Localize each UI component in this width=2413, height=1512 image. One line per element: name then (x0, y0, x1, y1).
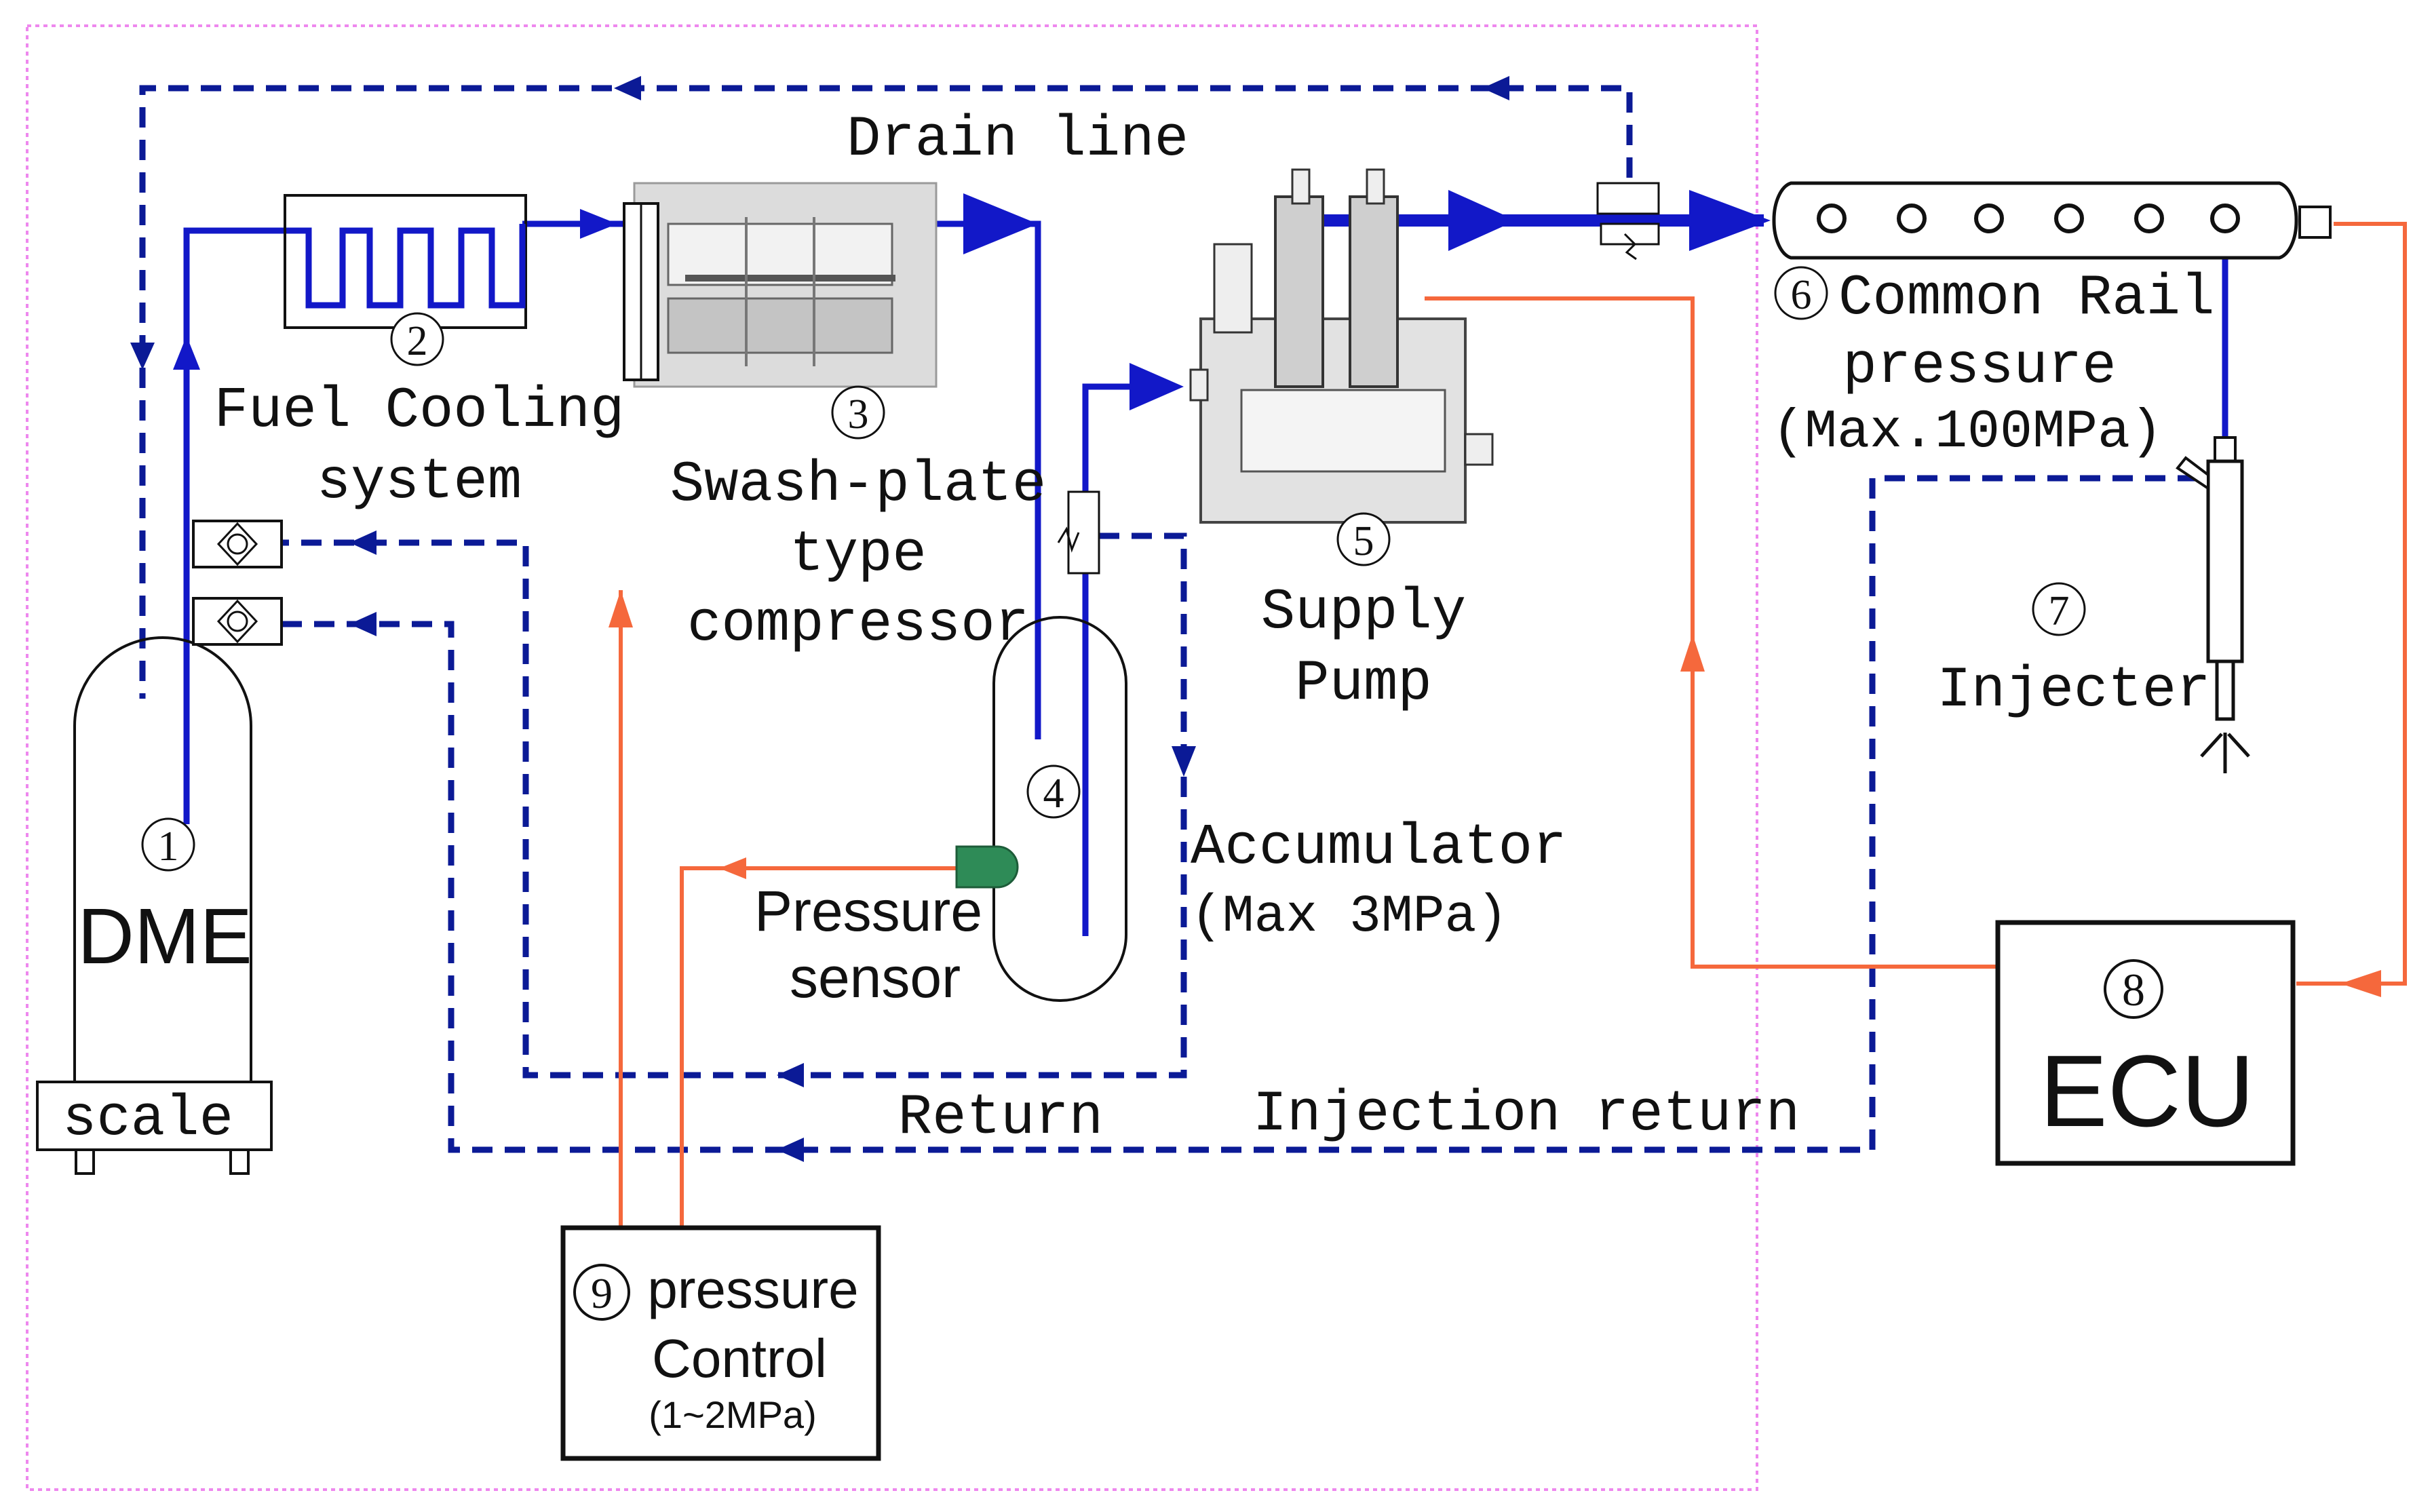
fuel-cooling-system: 2 Fuel Cooling system (214, 194, 625, 515)
drain-arrow-1 (1482, 76, 1509, 100)
pressure-control-number: 9 (591, 1269, 613, 1317)
ecu-to-pump-signal (1425, 296, 1998, 969)
supply-pump-label-line2: Pump (1295, 652, 1432, 716)
fuel-arrowheads (173, 190, 1771, 410)
signal-arrow-ecu (2340, 970, 2381, 997)
return-arrowheads (130, 76, 1509, 1162)
supply-pump-label-line1: Supply (1261, 581, 1466, 645)
rail-port-5 (2134, 203, 2164, 233)
check-valve-upper (192, 520, 283, 568)
return-line-label: Return (898, 1086, 1103, 1150)
injector: 7 Injecter (1937, 436, 2250, 773)
tank-to-cooler-line (183, 227, 288, 824)
pressure-sensor-label-line1: Pressure (754, 879, 982, 943)
supply-pump-number-badge (1336, 512, 1391, 566)
dme-number: 1 (158, 823, 179, 870)
fuel-arrow-pump (1130, 363, 1184, 410)
accumulator: 4 Accumulator (Max 3MPa) (992, 616, 1567, 1002)
scale-label: scale (62, 1087, 233, 1152)
drain-arrow-2 (614, 76, 641, 100)
dme-number-badge (141, 817, 195, 872)
pressure-control-label-line3: (1~2MPa) (649, 1393, 816, 1436)
injector-label: Injecter (1937, 659, 2210, 723)
fuel-arrow-compressor-2 (963, 193, 1038, 254)
common-rail: 6 Common Rail pressure (Max.100MPa) (1772, 181, 2332, 463)
accumulator-number-badge (1026, 764, 1081, 819)
accumulator-label-line2: (Max 3MPa) (1191, 887, 1508, 947)
cooling-number-badge (390, 312, 444, 366)
compressor-label-line3: compressor (687, 593, 1029, 657)
compressor-number: 3 (848, 391, 869, 438)
accumulator-relief-valve (1057, 490, 1100, 575)
cooling-label-line2: system (317, 450, 522, 515)
return-arrow-3 (349, 530, 377, 555)
injector-number-badge (2032, 582, 2086, 636)
rail-port-1 (1817, 203, 1847, 233)
rail-port-4 (2054, 203, 2084, 233)
common-rail-number-badge (1774, 266, 1828, 320)
pressure-control-label-line1: pressure (647, 1259, 858, 1319)
signal-arrow-sensor (719, 857, 746, 879)
cooling-coil (288, 224, 526, 309)
injection-return-arrow-2 (349, 612, 377, 636)
supply-pump-number: 5 (1353, 518, 1374, 564)
accumulator-to-pump-line (1082, 383, 1140, 936)
accumulator-number: 4 (1043, 771, 1064, 817)
dme-label: DME (77, 892, 252, 980)
rail-port-6 (2210, 203, 2240, 233)
compressor-number-badge (831, 385, 885, 440)
rail-ports (1817, 203, 2240, 233)
rail-relief-valve (1596, 182, 1660, 260)
ecu-number: 8 (2122, 964, 2145, 1015)
fuel-arrow-compressor-1 (580, 209, 617, 239)
signal-arrow-compressor (609, 590, 633, 627)
return-arrow-1 (1172, 746, 1196, 777)
check-valve-lower (192, 597, 283, 646)
drain-arrow-3 (130, 343, 155, 370)
ecu-number-badge (2104, 959, 2163, 1019)
injection-return-arrow-1 (777, 1138, 804, 1162)
compressor-label-line1: Swash-plate (670, 453, 1047, 518)
compressor-label-line2: type (790, 523, 927, 587)
dme-tank: 1 DME scale (36, 636, 273, 1175)
common-rail-label-line2: pressure (1842, 335, 2116, 400)
cooling-label-line1: Fuel Cooling (214, 379, 625, 444)
injector-number: 7 (2049, 588, 2070, 634)
pressure-sensor: Pressure sensor (754, 845, 1019, 1009)
test-bench-border (26, 24, 1758, 1491)
swash-plate-compressor: 3 Swash-plate type compressor (623, 182, 1047, 657)
pressure-control-label-line2: Control (652, 1328, 827, 1389)
return-arrow-2 (777, 1063, 804, 1087)
signal-arrow-pump (1680, 634, 1705, 672)
ecu-label: ECU (2040, 1034, 2255, 1148)
accumulator-label-line1: Accumulator (1191, 816, 1567, 880)
cooling-number: 2 (407, 318, 428, 364)
drain-line (139, 85, 1633, 699)
ecu: 8 ECU (1995, 920, 2296, 1166)
rail-to-ecu-signal (2296, 222, 2407, 986)
rail-port-2 (1897, 203, 1927, 233)
sensor-to-control-signal (680, 866, 963, 1228)
injection-return-label: Injection return (1253, 1083, 1800, 1147)
injection-return-line (275, 475, 2198, 1153)
return-line (275, 532, 1187, 1079)
fuel-arrow-rail-2 (1689, 190, 1771, 251)
common-rail-label-line1: Common Rail (1838, 267, 2215, 331)
pressure-control-number-badge (573, 1264, 630, 1321)
scale-platform (36, 1081, 273, 1151)
supply-pump: 5 Supply Pump (1189, 168, 1494, 716)
pressure-sensor-label-line2: sensor (790, 946, 961, 1009)
fuel-arrow-rail-1 (1448, 190, 1516, 251)
signal-arrowheads (609, 590, 2381, 997)
common-rail-label-line3: (Max.100MPa) (1772, 402, 2163, 463)
fuel-arrow-up (173, 336, 200, 370)
drain-line-label: Drain line (847, 108, 1189, 172)
rail-port-3 (1974, 203, 2004, 233)
common-rail-number: 6 (1791, 272, 1812, 318)
accumulator-vessel (992, 616, 1127, 1002)
pressure-control: 9 pressure Control (1~2MPa) (560, 1225, 881, 1461)
injector-spray (2200, 733, 2250, 773)
